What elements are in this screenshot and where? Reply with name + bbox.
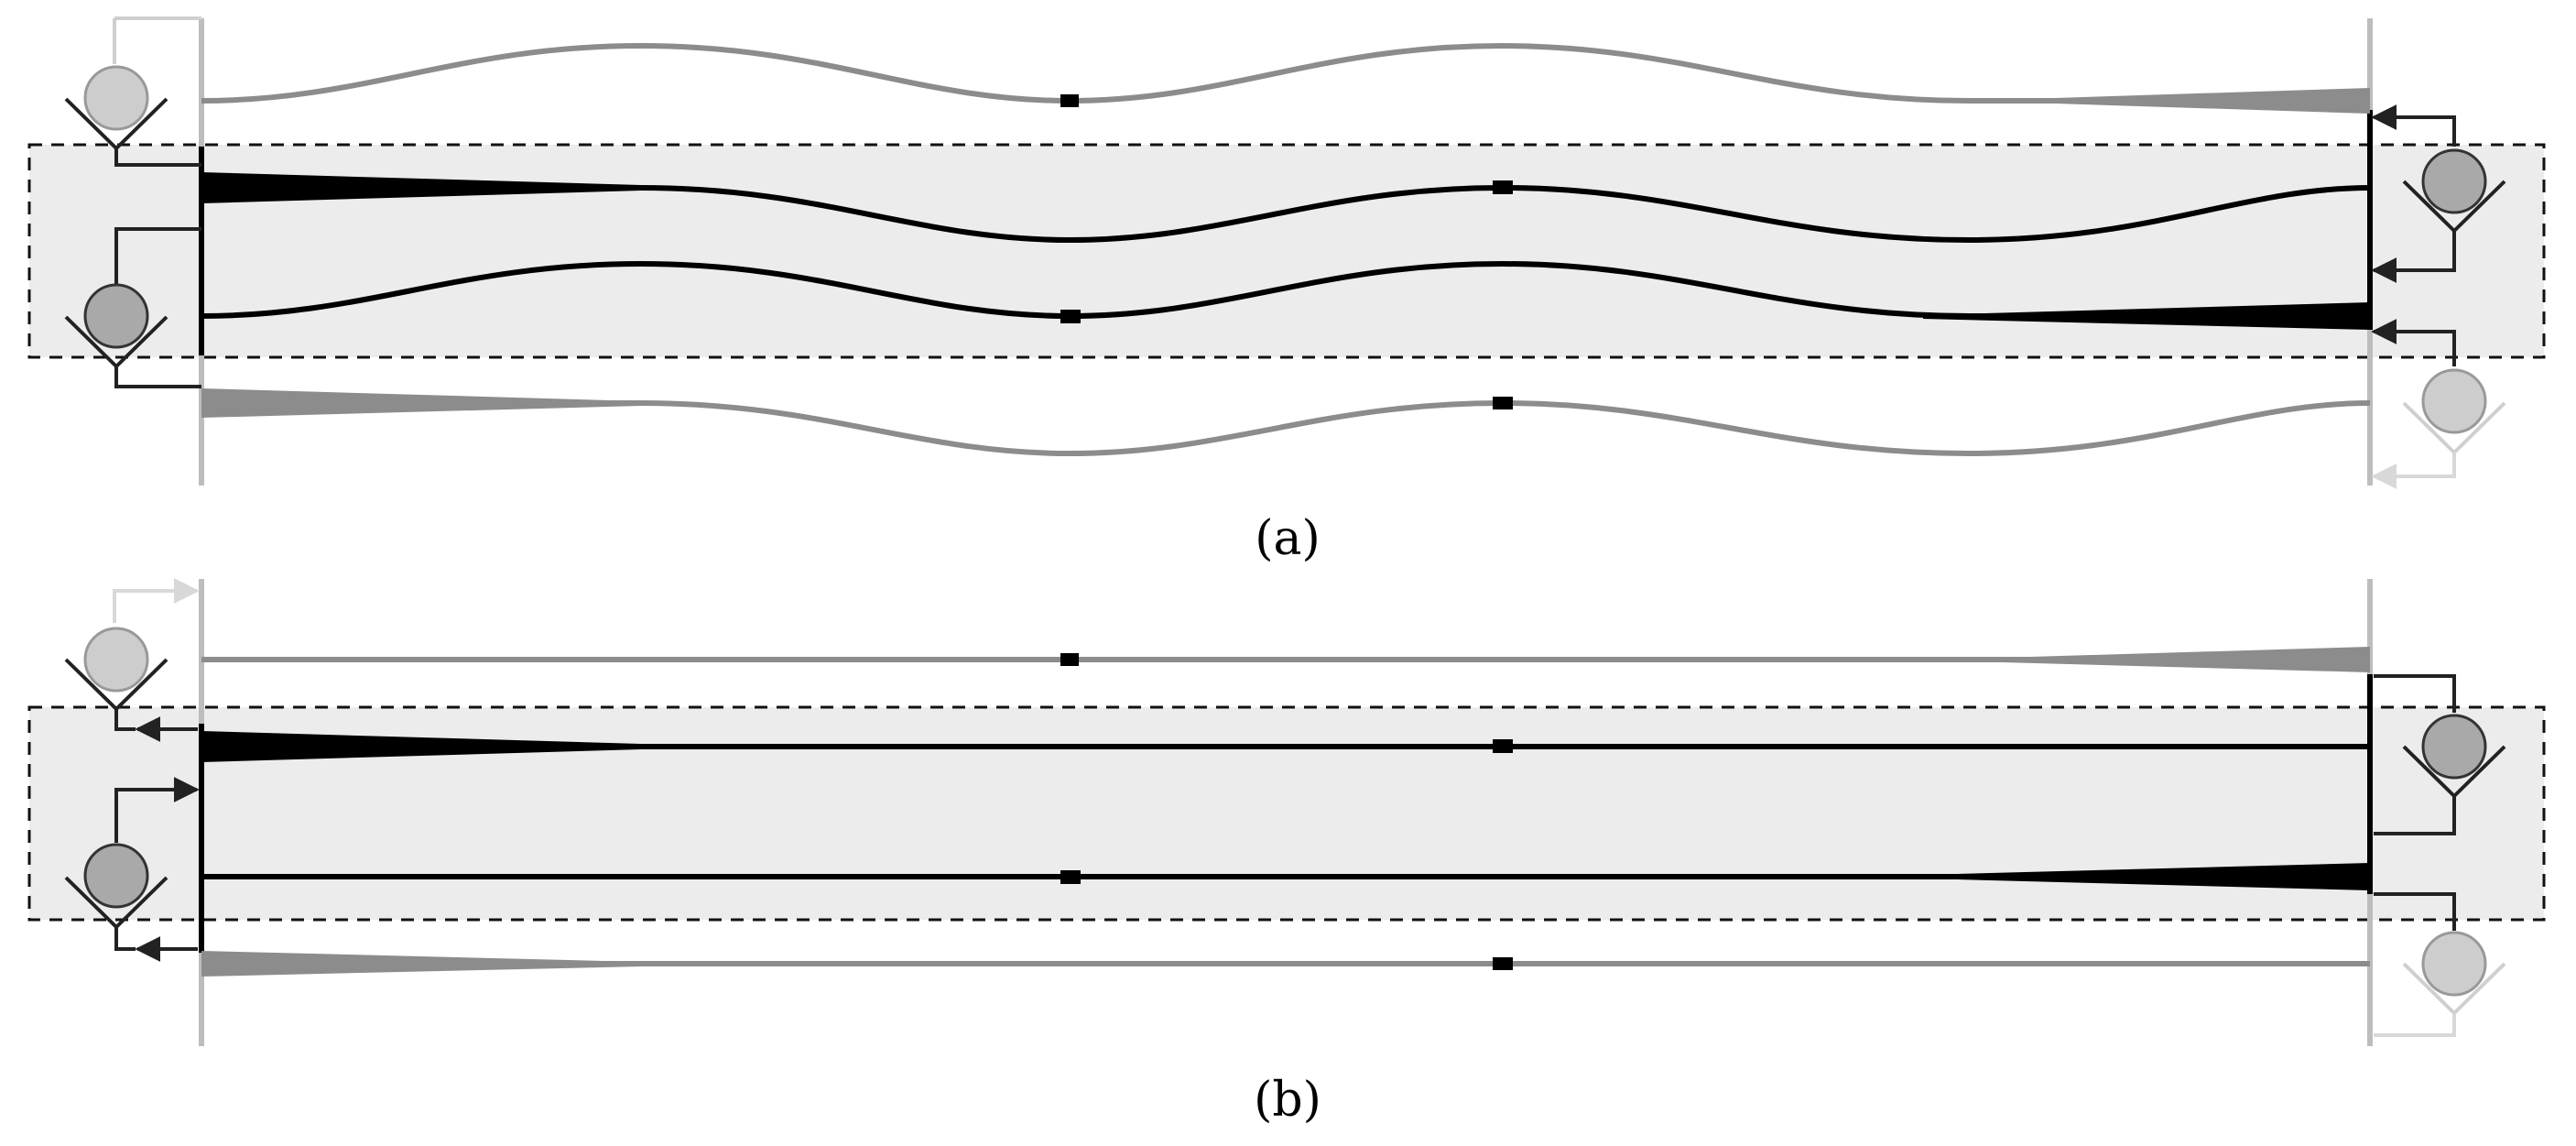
waveguide-bottom-inactive-a: [201, 399, 2371, 457]
caption-b: (b): [1254, 1073, 1321, 1128]
caption-a: (a): [1255, 511, 1321, 566]
taper-top-right-a: [1969, 88, 2370, 114]
panel-a: (a): [27, 16, 2546, 566]
marker-2-b: [1060, 870, 1081, 884]
taper-bottom-left-b: [201, 951, 641, 977]
detector-left-top-a: [64, 16, 201, 167]
taper-2-right-b: [1923, 863, 2370, 890]
taper-1-left-a: [201, 172, 641, 203]
marker-top-a: [1060, 94, 1079, 107]
marker-1-b: [1493, 739, 1513, 753]
taper-1-left-b: [201, 731, 641, 762]
marker-1-a: [1493, 180, 1513, 194]
marker-bottom-b: [1493, 957, 1513, 970]
marker-bottom-a: [1493, 397, 1513, 409]
detector-left-bottom-b: [64, 777, 200, 962]
detector-right-bottom-b: [2374, 892, 2506, 1037]
marker-top-b: [1060, 653, 1079, 666]
taper-2-right-a: [1923, 302, 2370, 330]
detector-right-bottom-a: [2371, 319, 2506, 489]
detector-left-bottom-a: [64, 227, 201, 388]
detector-right-top-a: [2371, 104, 2506, 283]
marker-2-a: [1060, 310, 1081, 323]
detector-left-top-b: [64, 578, 200, 742]
taper-bottom-left-a: [201, 388, 641, 418]
taper-top-right-b: [1969, 647, 2370, 672]
waveguide-top-inactive-a: [201, 42, 2370, 104]
panel-b: (b): [27, 578, 2546, 1128]
detector-right-top-b: [2374, 674, 2506, 835]
active-region-a: [27, 143, 2546, 359]
